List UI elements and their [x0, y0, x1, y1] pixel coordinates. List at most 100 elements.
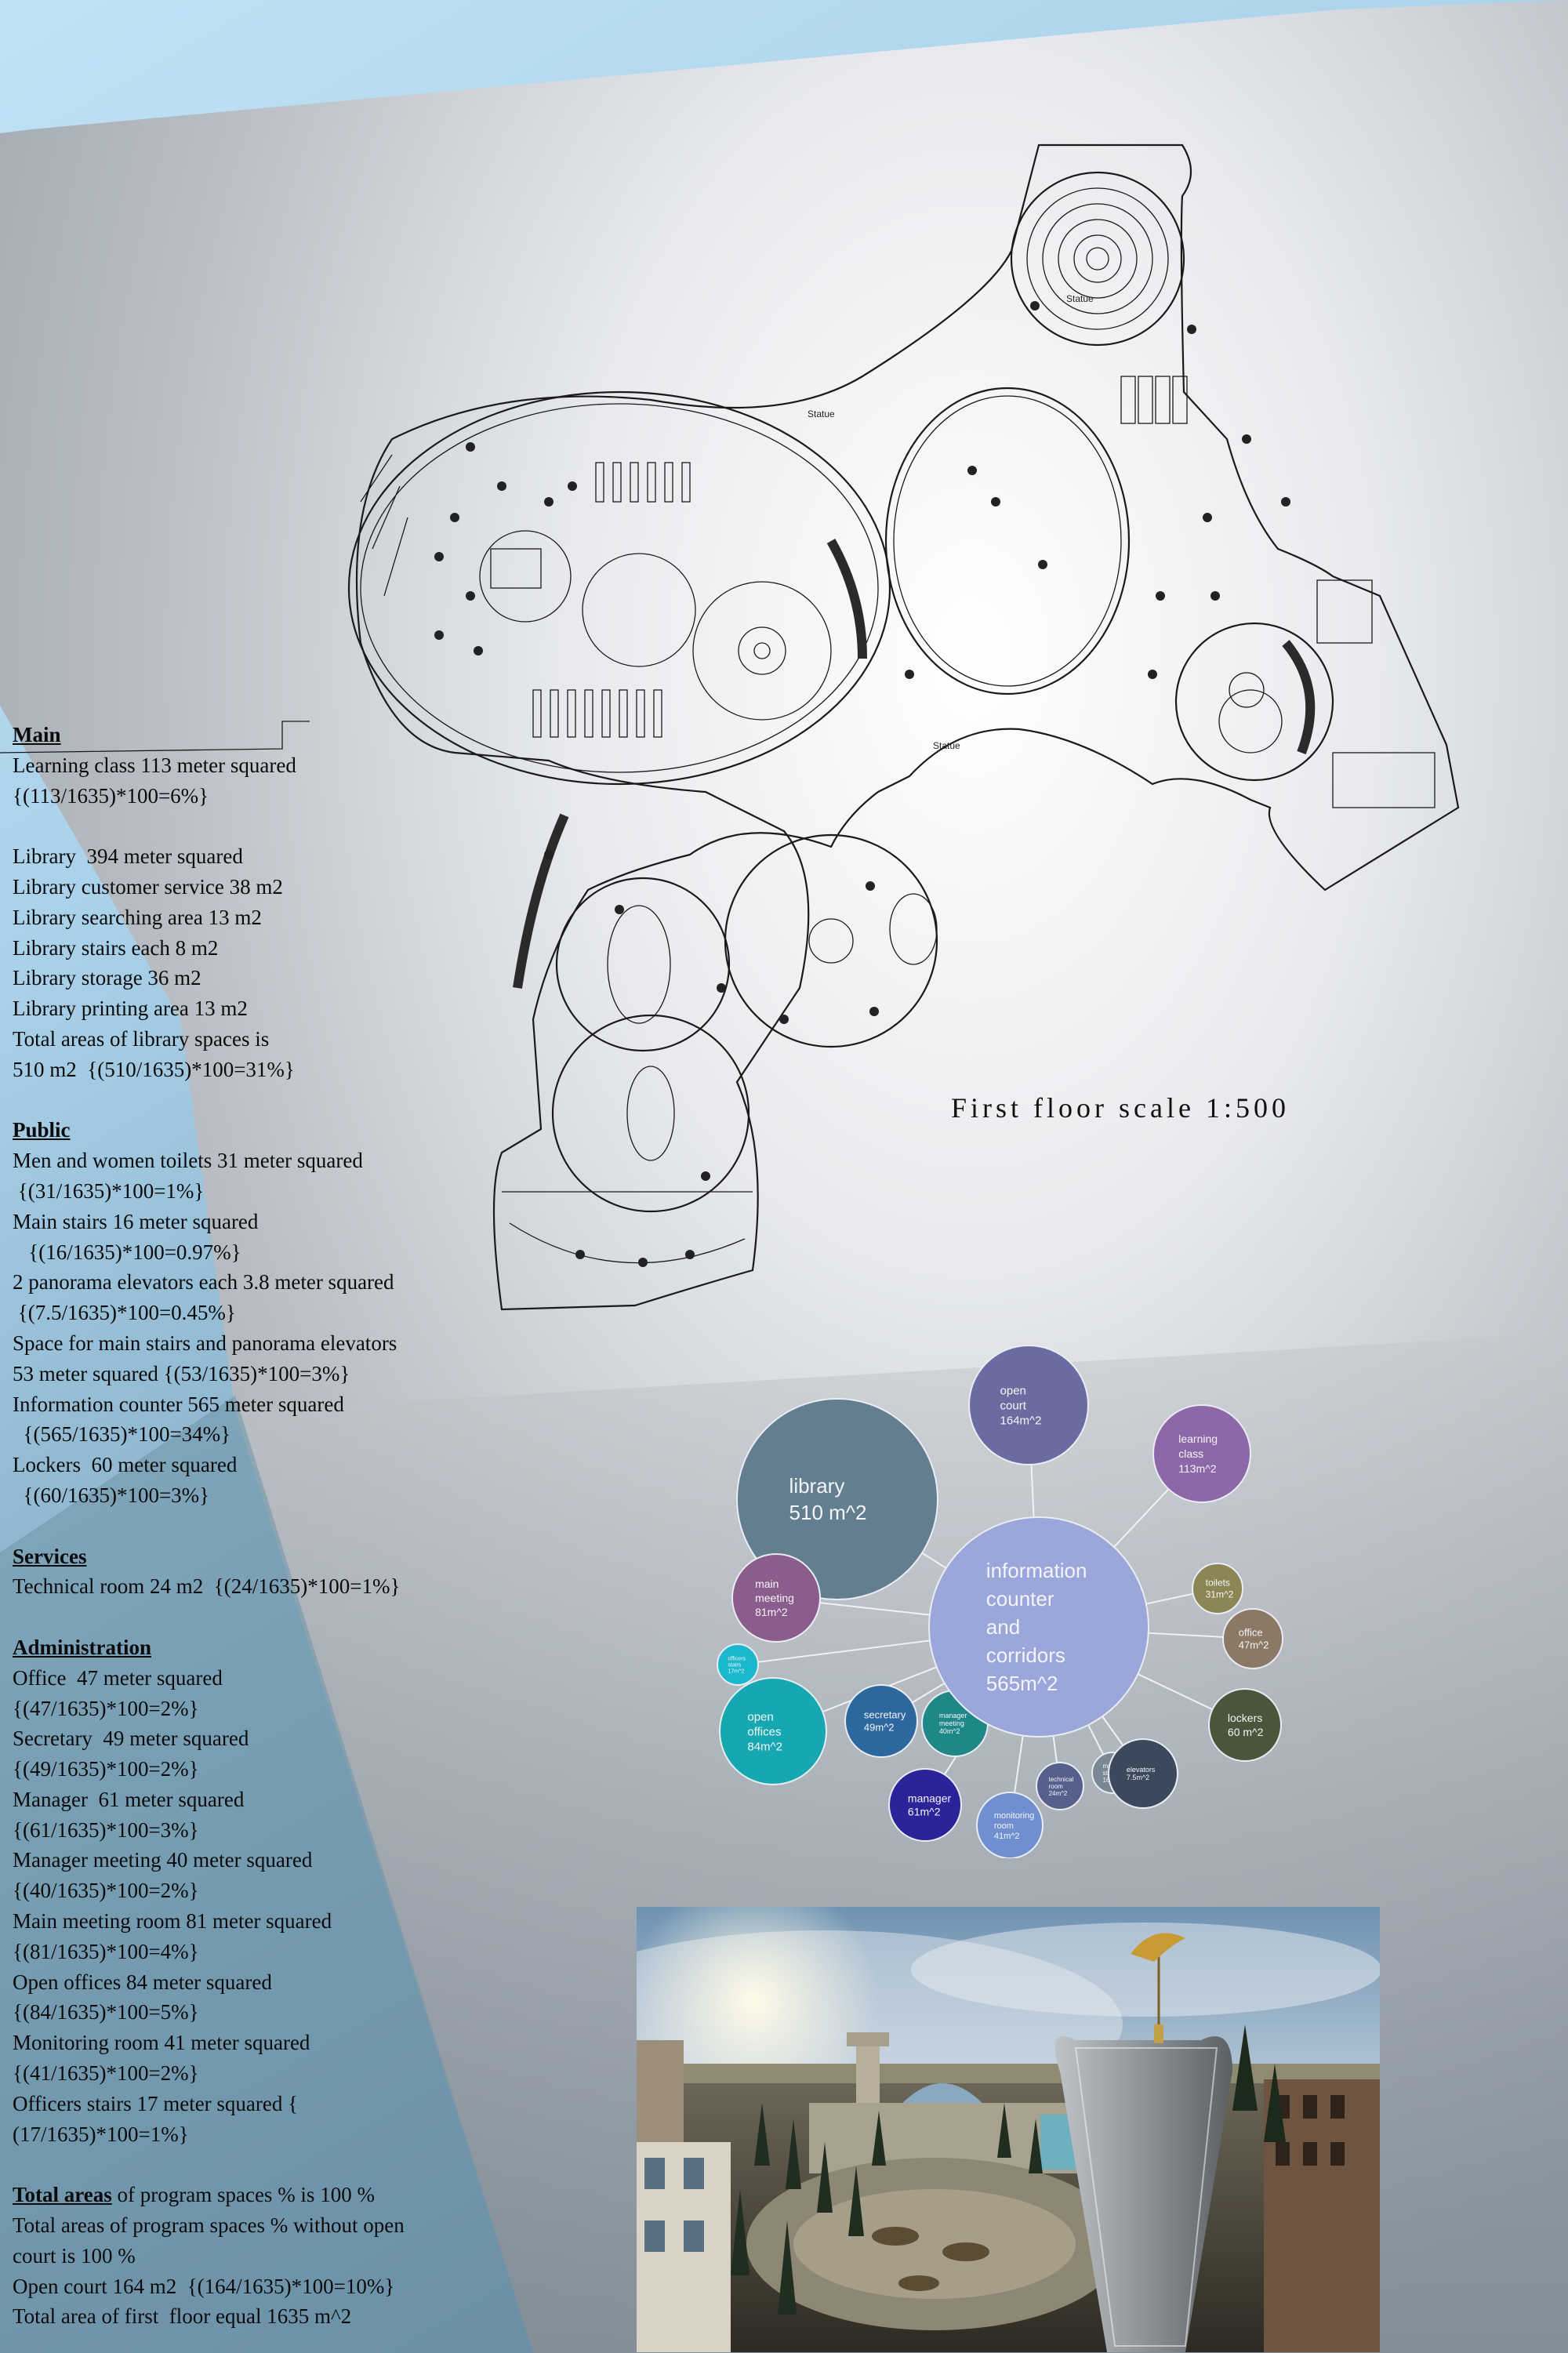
program-line: (17/1635)*100=1%}	[13, 2122, 189, 2146]
plan-furniture	[434, 552, 444, 561]
program-line: 53 meter squared {(53/1635)*100=3%}	[13, 1361, 350, 1385]
plan-furniture	[466, 591, 475, 601]
plan-furniture	[1187, 325, 1196, 334]
plan-meeting-table	[889, 893, 938, 965]
plan-furniture	[967, 466, 977, 475]
bubble-label: 510 m^2	[789, 1501, 867, 1524]
bubble-label: learning	[1178, 1432, 1218, 1445]
plan-furniture	[568, 481, 577, 491]
bubble-label: 17m^2	[728, 1669, 745, 1674]
program-line: Learning class 113 meter squared	[13, 753, 296, 777]
render-weathervane	[1131, 1933, 1185, 1962]
plan-shelf	[567, 689, 576, 738]
bubble-label: 7.5m^2	[1127, 1774, 1149, 1781]
plan-furniture	[434, 630, 444, 640]
plan-right-hall	[1174, 622, 1334, 782]
bubble-label: class	[1178, 1447, 1203, 1460]
plan-shelf	[595, 462, 604, 503]
plan-lower-circle	[551, 1014, 750, 1213]
plan-shelf	[636, 689, 645, 738]
section-gap	[13, 1085, 483, 1116]
bubble-label: open	[747, 1710, 773, 1723]
program-line: Information counter 565 meter squared	[13, 1392, 344, 1416]
plan-furniture	[544, 850, 554, 859]
bubble-label: information	[986, 1559, 1087, 1582]
program-line: {(113/1635)*100=6%}	[13, 783, 209, 808]
bubble-hub	[928, 1516, 1149, 1738]
plan-circle-core	[753, 642, 771, 659]
section-title-suffix: of program spaces % is 100 %	[111, 2183, 375, 2207]
section-gap	[13, 2149, 483, 2180]
plan-outline	[355, 143, 1460, 1311]
bubble-label: manager	[939, 1712, 967, 1719]
plan-furniture	[638, 1258, 648, 1267]
bubble-label: secretary	[864, 1709, 906, 1721]
program-line: Secretary 49 meter squared	[13, 1727, 249, 1751]
plan-office-line	[509, 1222, 746, 1264]
bubble-label: 47m^2	[1239, 1639, 1269, 1651]
bubble-label: 31m^2	[1206, 1589, 1234, 1600]
plan-top-hall-ring	[1086, 247, 1109, 271]
program-line: {(41/1635)*100=2%}	[13, 2061, 199, 2086]
bubble-main-meeting	[731, 1553, 821, 1643]
plan-courtyard-inner	[893, 395, 1122, 687]
section-title: Administration	[13, 1635, 152, 1659]
program-line: Library customer service 38 m2	[13, 874, 283, 899]
plan-furniture	[1038, 560, 1047, 569]
section-title: Main	[13, 723, 61, 746]
bubble-open-offices	[719, 1677, 827, 1785]
bubble-technical-room	[1036, 1762, 1084, 1810]
program-line: {(84/1635)*100=5%}	[13, 2000, 199, 2024]
plan-lower-core	[808, 918, 854, 964]
program-line: {(565/1635)*100=34%}	[13, 1422, 231, 1447]
plan-shelf	[601, 689, 611, 738]
bubble-learning-class	[1152, 1404, 1251, 1503]
plan-furniture	[1210, 591, 1220, 601]
program-line: Total area of first floor equal 1635 m^2	[13, 2304, 352, 2329]
program-line: Monitoring room 41 meter squared	[13, 2031, 310, 2055]
plan-shelf	[532, 689, 542, 738]
plan-furniture	[685, 1250, 695, 1259]
plan-library-oval	[347, 390, 891, 786]
plan-shelf	[612, 462, 622, 503]
bubble-office	[1222, 1608, 1283, 1669]
render-tower	[1054, 2036, 1232, 2352]
plan-site-line	[0, 721, 310, 753]
bubble-label: monitoring	[994, 1811, 1034, 1821]
plan-top-hall-ring	[1073, 234, 1122, 283]
plan-stair	[1282, 640, 1316, 755]
plan-toilet	[1120, 376, 1136, 424]
section-heading: Administration	[13, 1632, 483, 1663]
bubble-label: office	[1239, 1627, 1263, 1639]
plan-shelf	[664, 462, 673, 503]
program-line: Total areas of program spaces % without …	[13, 2213, 405, 2238]
program-line: {(47/1635)*100=2%}	[13, 1696, 199, 1720]
program-line: Technical room 24 m2 {(24/1635)*100=1%}	[13, 1574, 401, 1599]
section-gap	[13, 1511, 483, 1541]
bubble-label: room	[1049, 1783, 1064, 1790]
bubble-toilets	[1192, 1563, 1243, 1614]
plan-toilet	[1138, 376, 1153, 424]
plan-statue-label: Statue	[1066, 293, 1094, 304]
bubble-label: and	[986, 1615, 1020, 1639]
plan-furniture	[1242, 434, 1251, 444]
plan-shelf	[550, 689, 559, 738]
bubble-label: 49m^2	[864, 1722, 895, 1734]
section-heading: Main	[13, 720, 483, 750]
program-line: Space for main stairs and panorama eleva…	[13, 1331, 397, 1355]
plan-shelf	[647, 462, 656, 503]
program-line: Main stairs 16 meter squared	[13, 1209, 259, 1233]
plan-circle-room	[582, 553, 696, 667]
bubble-label: 61m^2	[908, 1805, 941, 1817]
bubble-lockers	[1208, 1688, 1282, 1762]
plan-furniture	[1281, 497, 1290, 507]
program-line: court is 100 %	[13, 2243, 136, 2268]
plan-furniture	[450, 513, 459, 522]
bubble-label: stairs	[728, 1662, 742, 1668]
section-gap	[13, 1602, 483, 1632]
plan-furniture	[905, 670, 914, 679]
program-line: {(31/1635)*100=1%}	[13, 1178, 205, 1203]
bubble-label: 41m^2	[994, 1832, 1020, 1841]
program-line: Total areas of library spaces is	[13, 1026, 270, 1051]
